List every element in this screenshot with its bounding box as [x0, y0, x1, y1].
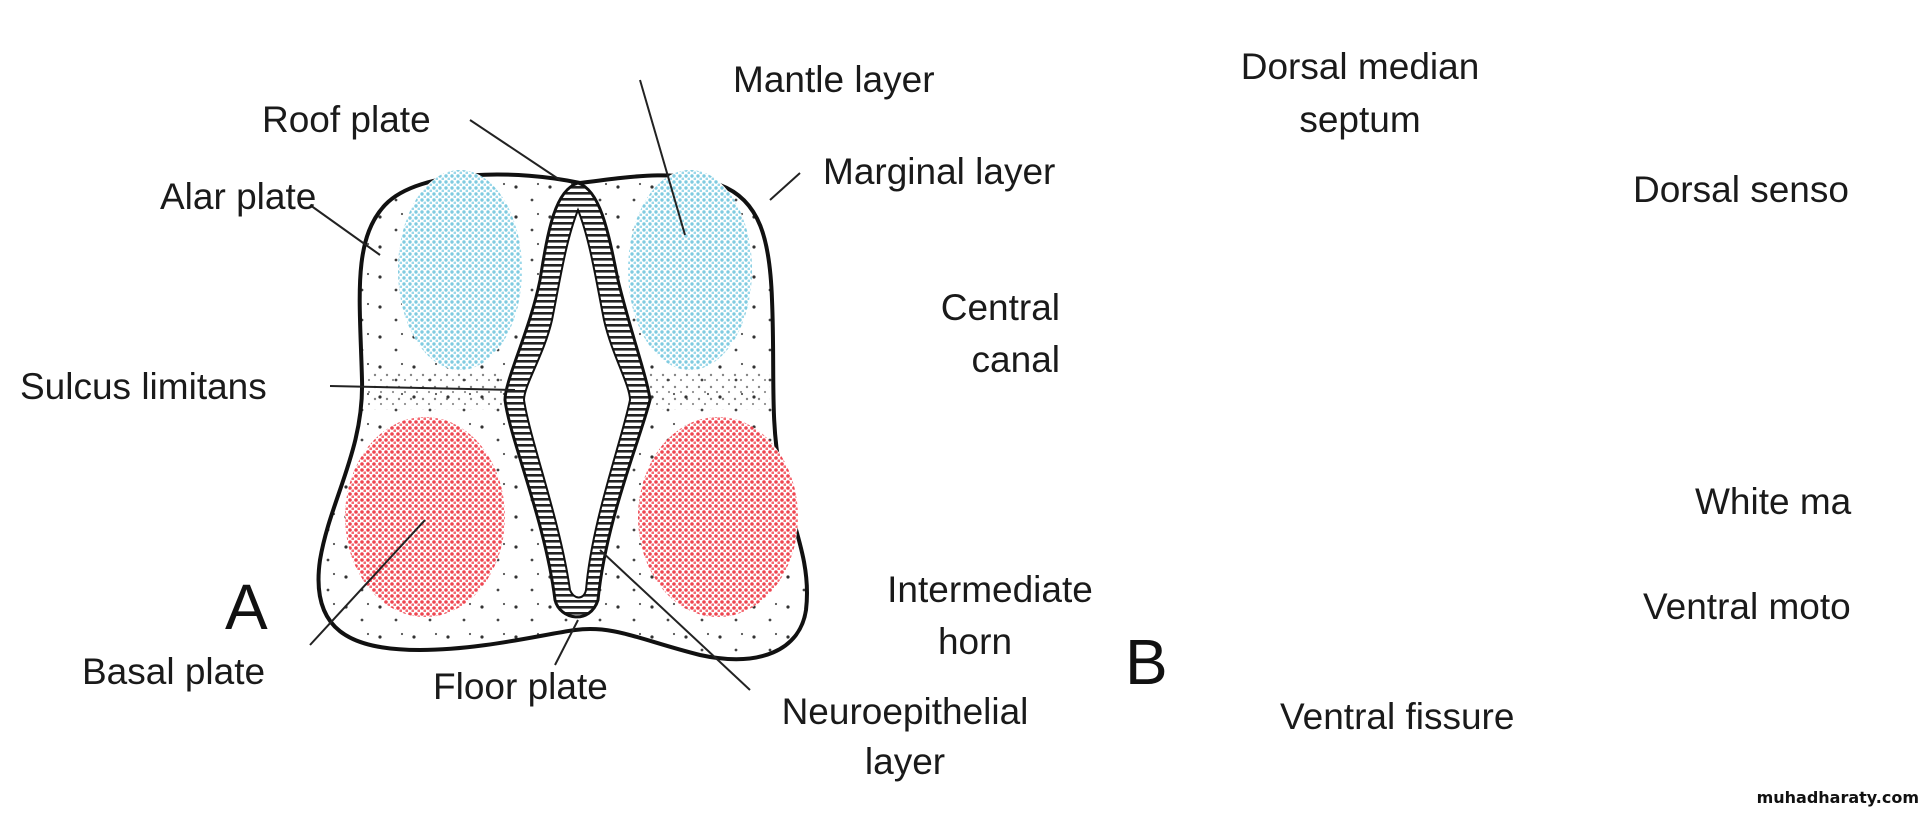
basal-plate-left	[345, 417, 505, 617]
label-roof-plate: Roof plate	[262, 99, 431, 140]
label-neuroepithelial-line2: layer	[864, 741, 946, 782]
panel-a-neural-tube	[309, 79, 809, 691]
label-white-matter: White ma	[1695, 481, 1852, 522]
panel-a-leader-lines	[309, 79, 801, 691]
label-marginal-layer: Marginal layer	[823, 151, 1056, 192]
label-intermediate-horn-line2: horn	[937, 621, 1013, 662]
alar-plate-right	[628, 170, 752, 370]
sulcus-limitans-zone-right	[640, 370, 770, 410]
label-central-canal-line2: canal	[971, 339, 1060, 380]
label-ventral-fissure: Ventral fissure	[1280, 696, 1515, 737]
label-central-canal-line1: Central	[940, 287, 1060, 328]
label-basal-plate: Basal plate	[82, 651, 266, 692]
label-dorsal-sensory: Dorsal senso	[1633, 169, 1849, 210]
label-intermediate-horn-line1: Intermediate	[887, 569, 1093, 610]
basal-plate-right	[638, 417, 798, 617]
label-neuroepithelial-line1: Neuroepithelial	[781, 691, 1029, 732]
label-mantle-layer: Mantle layer	[733, 59, 935, 100]
label-dorsal-median-line1: Dorsal median	[1240, 46, 1480, 87]
panel-letter-b: B	[1125, 626, 1168, 698]
label-sulcus-limitans: Sulcus limitans	[20, 366, 267, 407]
label-floor-plate: Floor plate	[433, 666, 608, 707]
label-alar-plate: Alar plate	[160, 176, 317, 217]
watermark: muhadharaty.com	[1756, 788, 1919, 807]
label-dorsal-median-line2: septum	[1299, 99, 1421, 140]
panel-letter-a: A	[225, 571, 268, 643]
neural-canal-lumen	[522, 207, 632, 599]
alar-plate-left	[398, 170, 522, 370]
label-ventral-motor: Ventral moto	[1643, 586, 1851, 627]
